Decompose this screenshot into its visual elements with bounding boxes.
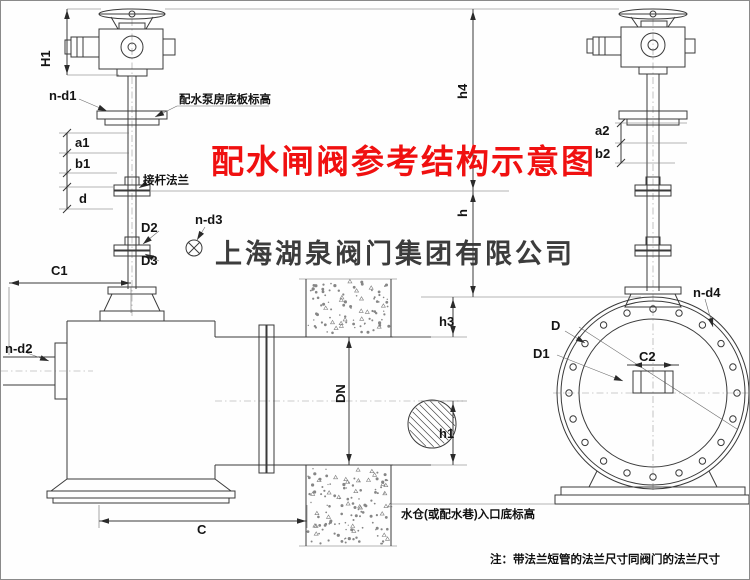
dim-label-C: C	[197, 522, 207, 537]
dim-label-n-d1: n-d1	[49, 88, 76, 103]
stem-flange-annotation: 接杆法兰	[143, 173, 189, 187]
right-valve-body	[554, 286, 749, 505]
dim-label-D: D	[551, 318, 560, 333]
bolt-circle	[565, 305, 741, 481]
left-actuator	[64, 8, 176, 77]
dim-label-H1: H1	[38, 50, 53, 67]
dim-label-D1: D1	[533, 346, 550, 361]
dim-label-h3: h3	[439, 314, 454, 329]
dim-label-D3: D3	[141, 253, 158, 268]
concrete-texture	[306, 278, 393, 545]
company-watermark: 上海湖泉阀门集团有限公司	[215, 239, 575, 270]
dim-label-n-d2: n-d2	[5, 341, 32, 356]
dim-label-n-d4: n-d4	[693, 285, 721, 300]
tick-marks	[62, 118, 626, 214]
drain-port-symbol	[185, 239, 203, 257]
dim-label-a2: a2	[595, 123, 609, 138]
dim-label-C2: C2	[639, 349, 656, 364]
diagram-title: 配水闸阀参考结构示意图	[211, 143, 596, 180]
dim-label-a1: a1	[75, 135, 89, 150]
dim-label-h1: h1	[439, 426, 454, 441]
dim-label-h: h	[455, 209, 470, 217]
dim-label-n-d3: n-d3	[195, 212, 222, 227]
left-view	[3, 8, 431, 504]
right-actuator	[586, 8, 696, 75]
right-floor-plate	[618, 110, 688, 126]
dim-label-b2: b2	[595, 146, 610, 161]
dim-label-d: d	[79, 191, 87, 206]
left-valve-body	[3, 286, 236, 504]
dimension-labels: H1 n-d1 a1 b1 d D2 D3 n-d3 C1 n-d2 C DN …	[5, 50, 721, 537]
pipe-section-cut	[407, 399, 457, 449]
text-annotations: 配水泵房底板标高 接杆法兰 水仓(或配水巷)入口底标高	[143, 92, 535, 521]
outlet-pipe	[215, 324, 431, 474]
arrowheads	[10, 10, 714, 524]
section-hatch	[408, 400, 456, 448]
inlet-bottom-annotation: 水仓(或配水巷)入口底标高	[401, 507, 535, 521]
dim-label-C1: C1	[51, 263, 68, 278]
dim-label-b1: b1	[75, 156, 90, 171]
dim-label-D2: D2	[141, 220, 158, 235]
concrete-wall	[299, 278, 397, 547]
dim-label-h4: h4	[455, 83, 470, 99]
flange-note: 注：带法兰短管的法兰尺寸同阀门的法兰尺寸	[490, 554, 720, 566]
right-stem	[634, 74, 672, 291]
dim-label-DN: DN	[333, 384, 348, 403]
left-floor-plate	[96, 110, 168, 126]
right-view	[554, 8, 749, 505]
pump-room-floor-annotation: 配水泵房底板标高	[179, 92, 271, 106]
left-stem	[113, 76, 151, 289]
